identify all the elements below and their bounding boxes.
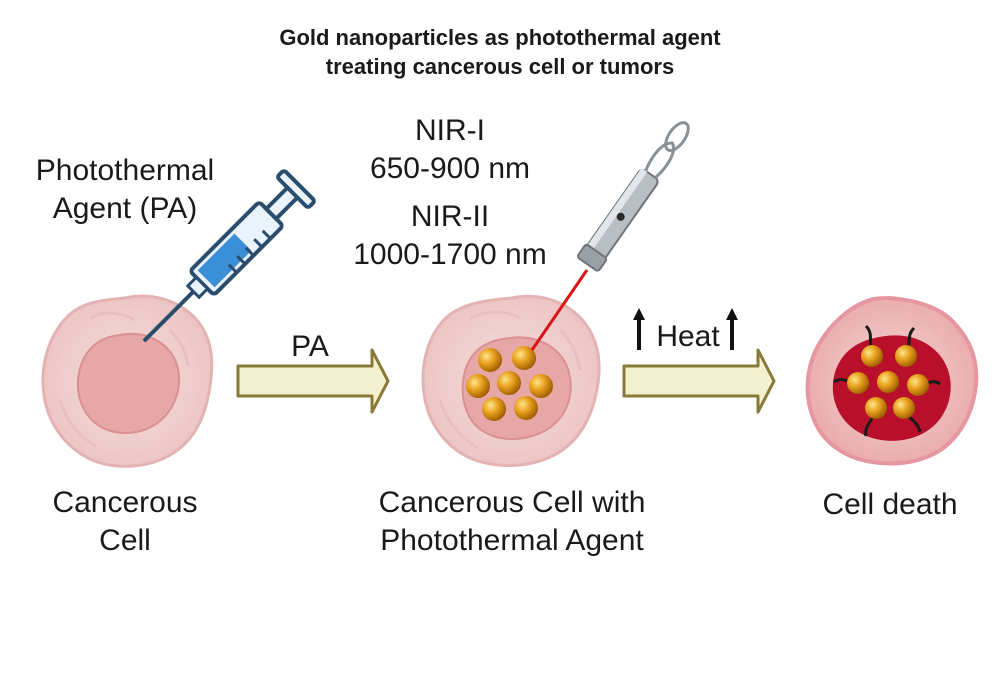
nir1-name: NIR-I	[415, 114, 485, 147]
nir2-range: 1000-1700 nm	[353, 238, 547, 271]
arrow-2-label: Heat	[656, 320, 720, 353]
laser-beam	[530, 269, 589, 351]
agent-label-line-1: Photothermal	[35, 154, 215, 187]
arrow-1-label: PA	[291, 330, 329, 363]
diagram-title-line-2: treating cancerous cell or tumors	[325, 54, 675, 79]
agent-label-line-2: Agent (PA)	[52, 192, 198, 225]
nir2-name: NIR-II	[410, 200, 490, 233]
dead-cell	[805, 295, 979, 466]
gold-nanoparticles	[466, 346, 553, 421]
stage-2-label-line-2: Photothermal Agent	[380, 524, 644, 557]
syringe-icon	[142, 169, 316, 343]
process-arrow-2	[622, 348, 776, 414]
heat-up-arrow-icon	[726, 308, 738, 350]
stage-2-label-line-1: Cancerous Cell with	[378, 486, 646, 519]
process-arrow-1	[236, 348, 390, 414]
stage-1-label-line-1: Cancerous	[52, 486, 198, 519]
cancerous-cell-with-agent	[421, 294, 601, 467]
heat-up-arrow-icon	[633, 308, 645, 350]
stage-3-label: Cell death	[822, 488, 958, 521]
nir1-range: 650-900 nm	[369, 152, 531, 185]
laser-pointer-icon	[576, 121, 690, 272]
cancerous-cell	[41, 294, 214, 468]
nucleus	[76, 332, 181, 434]
diagram-title-line-1: Gold nanoparticles as photothermal agent	[279, 25, 721, 50]
stage-1-label-line-2: Cell	[99, 524, 151, 557]
